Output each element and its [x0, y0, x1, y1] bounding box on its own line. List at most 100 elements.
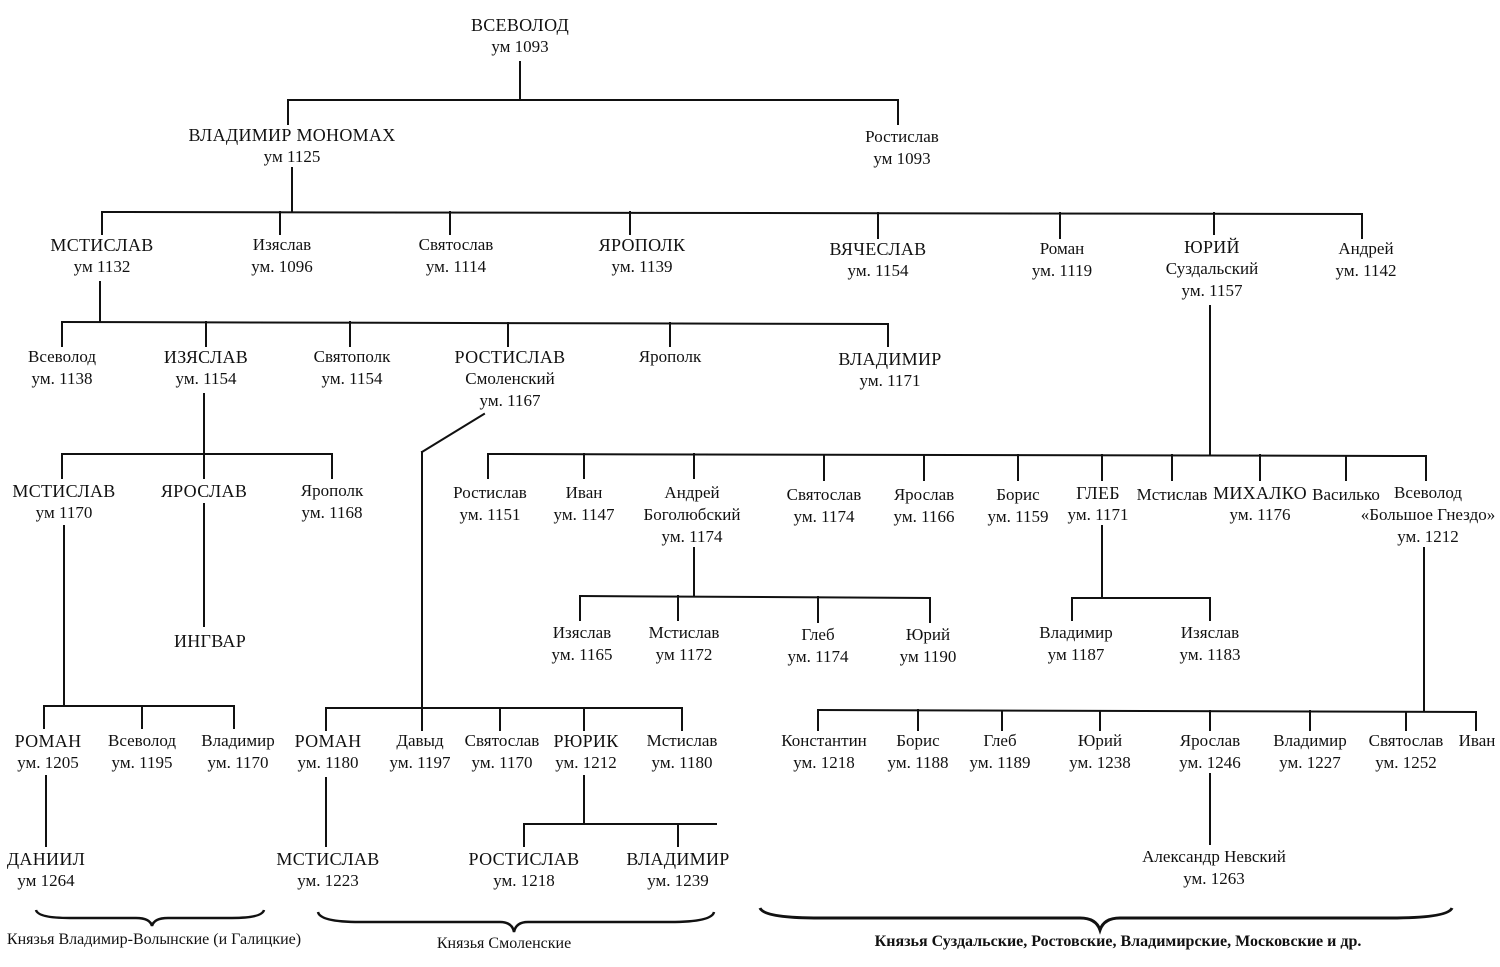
node-date: ум. 1252: [1375, 753, 1437, 772]
node-vsevolod-1195: Всеволод ум. 1195: [108, 730, 176, 774]
node-vsevolod-1138: Всеволод ум. 1138: [28, 346, 96, 390]
node-name: Мстислав: [648, 623, 720, 642]
node-date: ум. 1227: [1279, 753, 1341, 772]
group-braces: [34, 907, 1454, 935]
node-name: ДАНИИЛ: [6, 849, 86, 869]
node-name: ИНГВАР: [173, 631, 247, 651]
node-izyaslav-1096: Изяслав ум. 1096: [251, 234, 313, 278]
node-date: ум. 1180: [297, 753, 359, 772]
node-date: ум. 1138: [31, 369, 93, 388]
node-name: Юрий: [905, 625, 951, 644]
node-name: Глеб: [801, 625, 835, 644]
node-name: Изяслав: [1180, 623, 1240, 642]
node-mikhalko: МИХАЛКО ум. 1176: [1213, 482, 1307, 526]
node-mstislav-1172: Мстислав ум 1172: [649, 622, 720, 666]
node-name: Мстислав: [1136, 485, 1208, 504]
node-ingvar: ИНГВАР: [174, 630, 246, 652]
node-name: ЯРОПОЛК: [598, 235, 686, 255]
node-name: Андрей: [664, 483, 720, 502]
node-rostislav-1218: РОСТИСЛАВ ум. 1218: [469, 848, 580, 892]
node-name: Мстислав: [646, 731, 718, 750]
node-date: ум. 1212: [1397, 527, 1459, 546]
node-date: ум. 1170: [207, 753, 269, 772]
node-izyaslav-1154: ИЗЯСЛАВ ум. 1154: [164, 346, 248, 390]
node-date: ум. 1246: [1179, 753, 1241, 772]
node-date: ум. 1218: [793, 753, 855, 772]
node-name: Борис: [996, 485, 1040, 504]
node-date: ум. 1171: [1067, 505, 1129, 524]
node-boris-1159: Борис ум. 1159: [988, 484, 1049, 528]
node-date: ум 1093: [873, 149, 931, 168]
node-epithet: «Большое Гнездо»: [1360, 505, 1496, 524]
node-name: ГЛЕБ: [1076, 483, 1120, 503]
node-name: МСТИСЛАВ: [12, 481, 116, 501]
node-name: Всеволод: [108, 731, 176, 750]
node-name: РЮРИК: [553, 731, 619, 751]
node-andrei-1142: Андрей ум. 1142: [1336, 238, 1397, 282]
node-daniil-1264: ДАНИИЛ ум 1264: [7, 848, 85, 892]
node-name: ВЛАДИМИР МОНОМАХ: [188, 125, 396, 145]
node-date: ум. 1188: [887, 753, 949, 772]
node-name: Всеволод: [28, 347, 96, 366]
node-vladimir-1171: ВЛАДИМИР ум. 1171: [838, 348, 941, 392]
node-svyatoslav-1252: Святослав ум. 1252: [1369, 730, 1444, 774]
node-name: ЯРОСЛАВ: [160, 481, 248, 501]
node-epithet: Суздальский: [1165, 259, 1259, 278]
node-date: ум. 1174: [661, 527, 723, 546]
node-name: Святослав: [1368, 731, 1444, 750]
node-date: ум. 1205: [17, 753, 79, 772]
node-epithet: Боголюбский: [643, 505, 741, 524]
node-gleb-1171: ГЛЕБ ум. 1171: [1068, 482, 1129, 526]
node-gleb-1174: Глеб ум. 1174: [788, 624, 849, 668]
node-date: ум. 1183: [1179, 645, 1241, 664]
node-name: Давыд: [396, 731, 444, 750]
node-date: ум. 1167: [479, 391, 541, 410]
node-date: ум. 1154: [847, 261, 909, 280]
node-yaropolk-1139: ЯРОПОЛК ум. 1139: [599, 234, 686, 278]
node-name: ВСЕВОЛОД: [470, 15, 570, 35]
node-roman-1205: РОМАН ум. 1205: [15, 730, 82, 774]
node-name: ВЛАДИМИР: [838, 349, 942, 369]
node-name: Святополк: [313, 347, 391, 366]
node-konstantin-1218: Константин ум. 1218: [781, 730, 867, 774]
node-date: ум. 1147: [553, 505, 615, 524]
node-mstislav-y: Мстислав: [1137, 484, 1208, 506]
node-name: Всеволод: [1394, 483, 1462, 502]
node-roman-1180: РОМАН ум. 1180: [295, 730, 362, 774]
node-date: ум. 1176: [1229, 505, 1291, 524]
node-aleksandr-nevsky: Александр Невский ум. 1263: [1142, 846, 1286, 890]
node-name: Ярополк: [300, 481, 364, 500]
node-date: ум. 1166: [893, 507, 955, 526]
node-date: ум. 1139: [611, 257, 673, 276]
node-yaropolk-m: Ярополк: [639, 346, 701, 368]
node-name: Юрий: [1077, 731, 1123, 750]
node-vladimir-1227: Владимир ум. 1227: [1273, 730, 1346, 774]
node-date: ум. 1174: [787, 647, 849, 666]
group-label-smolensk: Князья Смоленские: [436, 935, 572, 952]
node-name: ИЗЯСЛАВ: [163, 347, 249, 367]
node-ryurik-1212: РЮРИК ум. 1212: [553, 730, 618, 774]
node-date: ум 1187: [1047, 645, 1105, 664]
node-date: ум 1264: [17, 871, 75, 890]
node-svyatoslav-1114: Святослав ум. 1114: [419, 234, 494, 278]
node-name: МИХАЛКО: [1213, 483, 1307, 503]
node-mstislav-1180: Мстислав ум. 1180: [647, 730, 718, 774]
node-yuri-suzdal: ЮРИЙ Суздальский ум. 1157: [1166, 236, 1258, 302]
node-date: ум. 1142: [1335, 261, 1397, 280]
node-mstislav-1132: МСТИСЛАВ ум 1132: [50, 234, 153, 278]
node-yaroslav-1246: Ярослав ум. 1246: [1179, 730, 1241, 774]
node-rostislav-smolensky: РОСТИСЛАВ Смоленский ум. 1167: [455, 346, 566, 412]
node-name: Андрей: [1338, 239, 1394, 258]
node-date: ум. 1197: [389, 753, 451, 772]
node-name: Иван: [565, 483, 603, 502]
node-name: Изяслав: [552, 623, 612, 642]
node-date: ум 1190: [899, 647, 957, 666]
node-vsevolod-root: ВСЕВОЛОД ум 1093: [471, 14, 569, 58]
node-name: МСТИСЛАВ: [50, 235, 154, 255]
node-date: ум. 1159: [987, 507, 1049, 526]
node-name: Святослав: [418, 235, 494, 254]
node-vsevolod-big-nest: Всеволод «Большое Гнездо» ум. 1212: [1361, 482, 1495, 548]
node-name: Ростислав: [453, 483, 527, 502]
